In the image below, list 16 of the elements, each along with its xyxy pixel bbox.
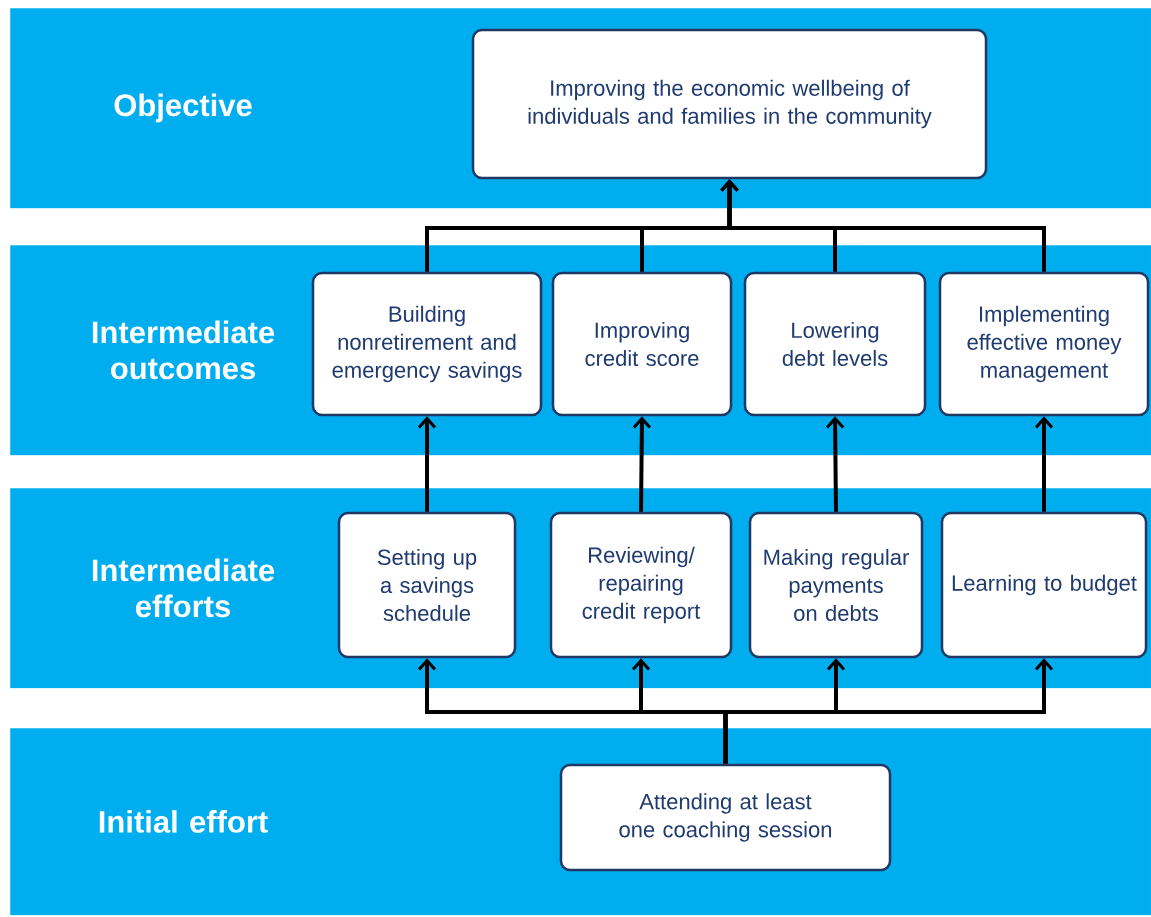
arrow (720, 179, 1046, 272)
text-box: Improving the economic wellbeing of individuals and families in the community (471, 28, 988, 180)
text-box: Lowering debt levels (743, 271, 927, 417)
arrow (632, 416, 652, 512)
text-box: Learning to budget (940, 511, 1148, 659)
text-box: Attending at least one coaching session (559, 763, 892, 872)
text-box: Making regular payments on debts (748, 511, 924, 659)
arrow (1034, 416, 1054, 512)
text-box: Building nonretirement and emergency savings (311, 271, 543, 417)
text-box: Implementing effective money management (938, 271, 1150, 417)
text-box: Setting up a savings schedule (337, 511, 517, 659)
arrow (417, 416, 437, 512)
arrow (723, 658, 1054, 764)
text-box: Improving credit score (551, 271, 733, 417)
arrow (826, 416, 845, 512)
text-box: Reviewing/ repairing credit report (549, 511, 733, 659)
